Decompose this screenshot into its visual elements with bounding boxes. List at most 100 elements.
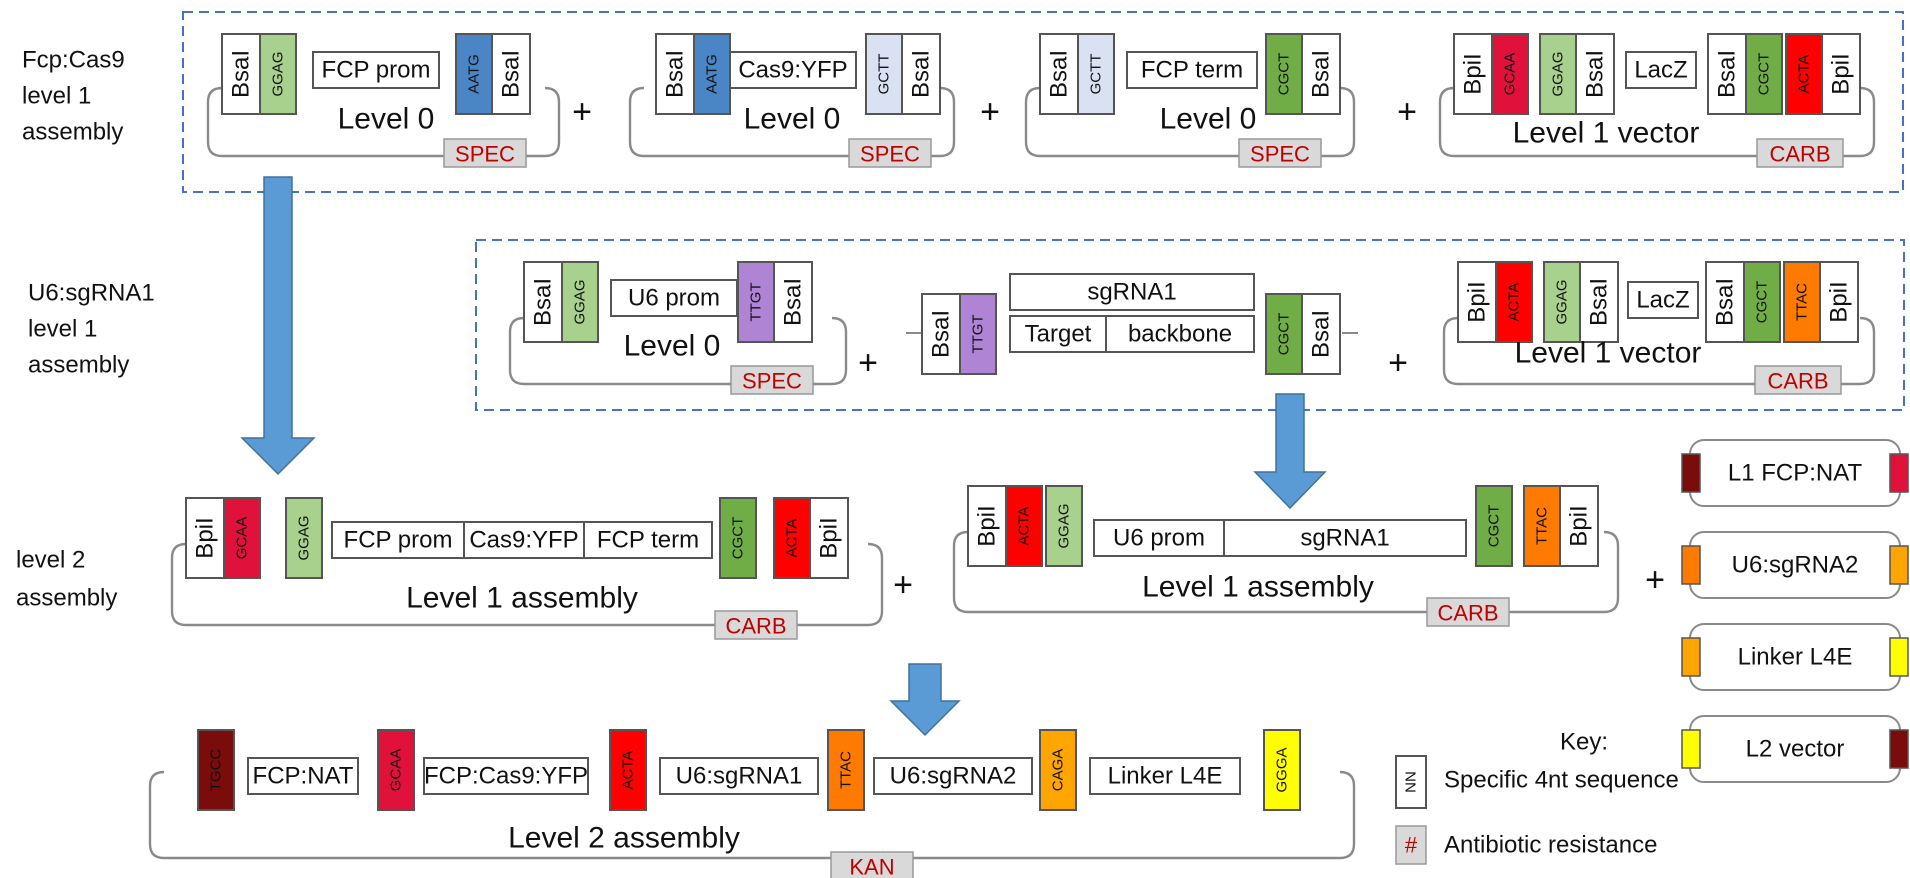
bsal-box <box>1301 293 1341 375</box>
bsal-label: BsaI <box>1712 278 1739 326</box>
ttac-overhang-box <box>827 729 865 811</box>
key-seq-label: Specific 4nt sequence <box>1444 767 1679 794</box>
plus-sign: + <box>980 93 1000 131</box>
fcp-term-box <box>1126 51 1258 89</box>
plus-sign: + <box>1388 344 1408 382</box>
gcaa-overhang-box <box>1491 33 1529 115</box>
acta-overhang-box <box>1495 261 1533 343</box>
acta-overhang-box <box>1785 33 1823 115</box>
level2-side-label: assembly <box>16 585 117 612</box>
spec-resistance-label: SPEC <box>860 142 920 167</box>
cgct-overhang-label: CGCT <box>1276 313 1293 356</box>
spec-resistance-box <box>1238 138 1322 168</box>
bsal-label: BsaI <box>1714 50 1741 98</box>
level2-side-label: level 2 <box>16 547 85 574</box>
ttgt-overhang-label: TTGT <box>748 282 765 321</box>
u6-prom-label: U6 prom <box>1113 525 1205 552</box>
bsal-box <box>523 261 563 343</box>
bpil-label: BpiI <box>816 517 843 558</box>
ggag-overhang-box <box>285 497 323 579</box>
acta-overhang-label: ACTA <box>784 519 801 558</box>
bsal-box <box>773 261 813 343</box>
ggag-overhang-label: GGAG <box>296 515 313 560</box>
aatg-overhang-label: AATG <box>704 54 721 94</box>
u6-sgrna2-label: U6:sgRNA2 <box>890 763 1017 790</box>
fcp-cas9-yfp-label: FCP:Cas9:YFP <box>424 763 588 790</box>
acta-overhang-label: ACTA <box>1506 283 1523 322</box>
spec-resistance-box <box>848 138 932 168</box>
cgct-overhang-box <box>719 497 757 579</box>
bpil-label: BpiI <box>1460 53 1487 94</box>
bsal-box <box>1575 33 1615 115</box>
side-module-label: U6:sgRNA2 <box>1732 552 1859 579</box>
ttac-overhang-label: TTAC <box>838 751 855 789</box>
ggag-overhang-label: GGAG <box>572 279 589 324</box>
fcp-prom-box <box>331 521 465 559</box>
level1-assembly-label: Level 1 assembly <box>406 582 638 615</box>
cas9-yfp-label: Cas9:YFP <box>738 57 847 84</box>
bpil-label: BpiI <box>192 517 219 558</box>
sgrna1-box <box>1009 273 1255 311</box>
level0-label: Level 0 <box>744 103 841 136</box>
key-res-box <box>1395 825 1427 865</box>
cas9-yfp-box <box>463 521 585 559</box>
carb-resistance-box <box>1754 365 1842 395</box>
side-module-label: L2 vector <box>1746 736 1845 763</box>
backbone-box <box>1105 315 1255 353</box>
assembly-arrow <box>1253 393 1327 510</box>
side-module-right-overhang <box>1889 545 1909 585</box>
ggag-overhang-label: GGAG <box>1554 279 1571 324</box>
linker-l4e-box <box>1089 757 1241 795</box>
assembly-arrow <box>889 663 961 737</box>
ttac-overhang-box <box>1783 261 1821 343</box>
fcp-cas9-group <box>182 11 1904 193</box>
carb-resistance-box <box>1756 138 1844 168</box>
ggag-overhang-box <box>561 261 599 343</box>
bsal-label: BsaI <box>1046 50 1073 98</box>
caga-overhang-box <box>1039 729 1077 811</box>
carb-resistance-label: CARB <box>1767 369 1828 394</box>
sgrna1-label: sgRNA1 <box>1087 279 1176 306</box>
tgcc-overhang-box <box>197 729 235 811</box>
plus-sign: + <box>1397 93 1417 131</box>
acta-overhang-box <box>1005 485 1043 567</box>
ggag-overhang-box <box>1543 261 1581 343</box>
u6-sgrna1-side-label: assembly <box>28 352 129 379</box>
side-module-right-overhang <box>1889 453 1909 493</box>
bsal-label: BsaI <box>928 310 955 358</box>
acta-overhang-label: ACTA <box>620 751 637 790</box>
level0-label: Level 0 <box>624 330 721 363</box>
cgct-overhang-box <box>1745 33 1783 115</box>
ttgt-overhang-box <box>959 293 997 375</box>
side-module-left-overhang <box>1681 453 1701 493</box>
ggag-overhang-label: GGAG <box>1056 503 1073 548</box>
bpil-box <box>185 497 225 579</box>
cgct-overhang-box <box>1265 293 1303 375</box>
key-seq-symbol: NN <box>1403 771 1420 793</box>
aatg-overhang-label: AATG <box>466 54 483 94</box>
ttac-overhang-label: TTAC <box>1794 283 1811 321</box>
backbone-label: backbone <box>1128 321 1232 348</box>
lacz-label: LacZ <box>1634 57 1687 84</box>
carb-resistance-label: CARB <box>725 614 786 639</box>
plasmid-fcp-prom-loop <box>206 86 561 158</box>
gcaa-overhang-label: GCAA <box>234 517 251 560</box>
cgct-overhang-label: CGCT <box>1276 53 1293 96</box>
bsal-box <box>491 33 531 115</box>
plus-sign: + <box>858 344 878 382</box>
side-module-label: Linker L4E <box>1738 644 1853 671</box>
cgct-overhang-label: CGCT <box>1486 505 1503 548</box>
acta-overhang-label: ACTA <box>1796 55 1813 94</box>
u6-sgrna1-group <box>475 239 1905 411</box>
cas9-yfp-label: Cas9:YFP <box>469 527 578 554</box>
bsal-label: BsaI <box>1586 278 1613 326</box>
fcp-nat-box <box>247 757 359 795</box>
side-module-right-overhang <box>1889 729 1909 769</box>
cgct-overhang-label: CGCT <box>730 517 747 560</box>
spec-resistance-label: SPEC <box>1250 142 1310 167</box>
level1-vector-label: Level 1 vector <box>1515 337 1702 370</box>
carb-resistance-box <box>1426 597 1510 627</box>
tgcc-overhang-label: TGCC <box>208 749 225 792</box>
acta-overhang-label: ACTA <box>1016 507 1033 546</box>
sgrna1-label: sgRNA1 <box>1300 525 1389 552</box>
